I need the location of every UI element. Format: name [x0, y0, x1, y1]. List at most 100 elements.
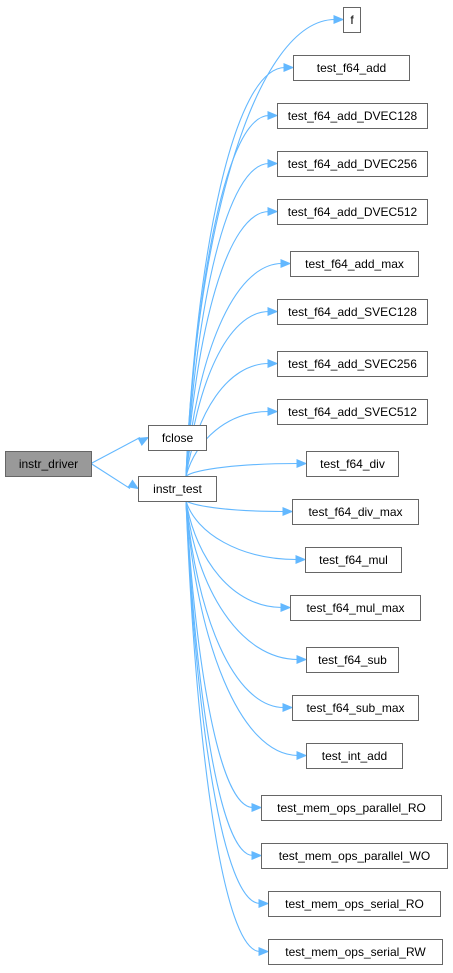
arrow-head-icon: [296, 750, 308, 761]
node-box: [292, 695, 419, 721]
arrow-head-icon: [295, 554, 307, 565]
node-test_f64_add_SVEC512[interactable]: test_f64_add_SVEC512: [277, 399, 428, 425]
edge-line: [185, 500, 254, 809]
node-instr_driver[interactable]: instr_driver: [5, 451, 92, 477]
edge-instr_test-to-test_f64_sub: [185, 500, 308, 665]
arrow-head-icon: [282, 702, 294, 713]
node-test_f64_sub[interactable]: test_f64_sub: [306, 647, 399, 673]
edge-line: [185, 500, 261, 905]
node-box: [343, 7, 361, 33]
arrow-head-icon: [267, 306, 279, 317]
node-label: test_f64_add_SVEC256: [288, 357, 417, 371]
node-label: test_mem_ops_serial_RW: [285, 945, 426, 959]
node-label: test_f64_div_max: [308, 505, 402, 519]
node-label: test_f64_add_SVEC512: [288, 405, 417, 419]
arrow-head-icon: [333, 14, 345, 25]
node-fclose[interactable]: fclose: [148, 425, 207, 451]
node-label: instr_test: [153, 482, 202, 496]
node-box: [306, 647, 399, 673]
arrow-head-icon: [137, 436, 150, 446]
node-box: [305, 547, 402, 573]
arrow-head-icon: [267, 358, 279, 369]
node-box: [268, 939, 443, 965]
node-box: [290, 595, 421, 621]
edge-instr_test-to-test_mem_ops_serial_RW: [185, 500, 270, 957]
nodes-layer: instr_driver fclose instr_test f test_f64_ad…: [5, 7, 448, 965]
edge-line: [90, 463, 131, 489]
edge-instr_test-to-test_mem_ops_parallel_WO: [185, 500, 263, 861]
node-test_f64_add_max[interactable]: test_f64_add_max: [290, 251, 419, 277]
edge-line: [185, 210, 270, 477]
arrow-head-icon: [283, 62, 295, 73]
node-test_f64_add_SVEC128[interactable]: test_f64_add_SVEC128: [277, 299, 428, 325]
edge-line: [185, 114, 270, 477]
edge-instr_test-to-test_int_add: [185, 500, 308, 761]
node-box: [306, 451, 399, 477]
node-test_int_add[interactable]: test_int_add: [306, 743, 403, 769]
edge-instr_test-to-test_mem_ops_serial_RO: [185, 500, 270, 909]
arrow-head-icon: [258, 946, 270, 957]
arrow-head-icon: [267, 206, 279, 217]
edge-instr_test-to-test_mem_ops_parallel_RO: [185, 500, 263, 813]
node-test_mem_ops_parallel_WO[interactable]: test_mem_ops_parallel_WO: [261, 843, 448, 869]
node-box: [292, 499, 419, 525]
arrow-head-icon: [296, 458, 308, 469]
arrow-head-icon: [282, 506, 294, 517]
node-f[interactable]: f: [343, 7, 361, 33]
node-box: [138, 476, 217, 502]
node-label: test_f64_add_DVEC256: [288, 157, 418, 171]
edge-line: [185, 500, 285, 709]
edge-line: [185, 362, 270, 477]
node-label: fclose: [162, 431, 194, 445]
edge-instr_driver-to-fclose: [90, 436, 150, 464]
node-test_f64_mul[interactable]: test_f64_mul: [305, 547, 402, 573]
node-label: test_mem_ops_parallel_WO: [279, 849, 430, 863]
node-test_f64_div_max[interactable]: test_f64_div_max: [292, 499, 419, 525]
node-box: [290, 251, 419, 277]
node-test_mem_ops_serial_RW[interactable]: test_mem_ops_serial_RW: [268, 939, 443, 965]
node-test_f64_div[interactable]: test_f64_div: [306, 451, 399, 477]
node-instr_test[interactable]: instr_test: [138, 476, 217, 502]
edge-instr_test-to-test_f64_mul_max: [185, 500, 292, 613]
arrow-head-icon: [267, 406, 279, 417]
node-test_f64_add_DVEC512[interactable]: test_f64_add_DVEC512: [277, 199, 428, 225]
edge-line: [185, 500, 254, 857]
edge-line: [185, 500, 299, 661]
node-test_mem_ops_serial_RO[interactable]: test_mem_ops_serial_RO: [268, 891, 441, 917]
edge-line: [185, 500, 298, 561]
node-box: [293, 55, 410, 81]
arrow-head-icon: [296, 654, 308, 665]
node-test_f64_sub_max[interactable]: test_f64_sub_max: [292, 695, 419, 721]
node-test_f64_mul_max[interactable]: test_f64_mul_max: [290, 595, 421, 621]
edge-line: [185, 500, 299, 757]
edge-instr_test-to-test_f64_div_max: [185, 500, 294, 517]
node-test_f64_add_DVEC128[interactable]: test_f64_add_DVEC128: [277, 103, 428, 129]
node-label: test_f64_mul: [319, 553, 388, 567]
node-box: [148, 425, 207, 451]
edge-instr_test-to-test_f64_add_SVEC512: [185, 406, 279, 477]
edge-line: [185, 410, 270, 477]
node-label: test_f64_div: [320, 457, 385, 471]
edge-instr_test-to-test_f64_add_SVEC256: [185, 358, 279, 477]
edge-line: [185, 500, 261, 953]
node-label: test_f64_add_DVEC128: [288, 109, 418, 123]
node-label: test_mem_ops_parallel_RO: [277, 801, 426, 815]
node-test_f64_add_SVEC256[interactable]: test_f64_add_SVEC256: [277, 351, 428, 377]
edge-line: [185, 162, 270, 477]
node-test_f64_add[interactable]: test_f64_add: [293, 55, 410, 81]
node-box: [277, 299, 428, 325]
edge-line: [185, 462, 299, 477]
node-label: test_mem_ops_serial_RO: [285, 897, 424, 911]
edge-instr_test-to-test_f64_add_DVEC128: [185, 110, 279, 477]
node-box: [277, 199, 428, 225]
node-label: test_f64_sub: [318, 653, 387, 667]
node-label: test_f64_add: [317, 61, 386, 75]
arrow-head-icon: [251, 850, 263, 861]
node-test_f64_add_DVEC256[interactable]: test_f64_add_DVEC256: [277, 151, 428, 177]
edge-line: [185, 500, 283, 609]
node-test_mem_ops_parallel_RO[interactable]: test_mem_ops_parallel_RO: [261, 795, 442, 821]
edge-line: [90, 437, 141, 464]
node-box: [5, 451, 92, 477]
arrow-head-icon: [267, 110, 279, 121]
edge-instr_test-to-test_f64_sub_max: [185, 500, 294, 713]
